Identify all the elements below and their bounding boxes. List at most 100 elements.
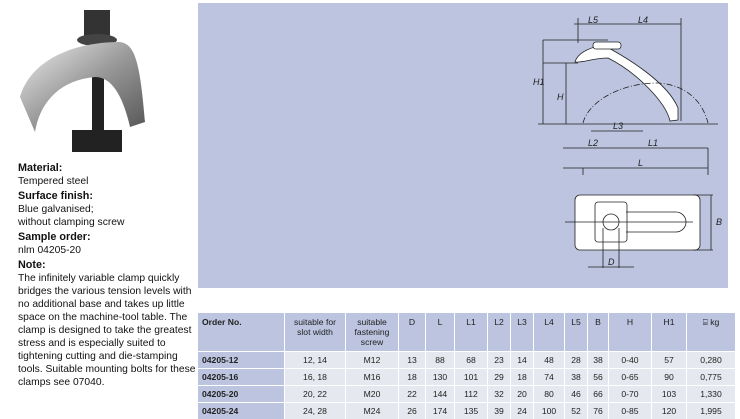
product-description: Material: Tempered steel Surface finish:… — [18, 160, 198, 389]
table-cell: 0,280 — [686, 351, 736, 369]
material-label: Material: — [18, 162, 63, 174]
column-header-label: L3 — [517, 317, 527, 327]
table-cell: 24, 28 — [284, 402, 346, 419]
column-header-l2: L2 — [487, 313, 511, 352]
finish-value-2: without clamping screw — [18, 217, 125, 228]
table-cell: 0-40 — [608, 351, 652, 369]
table-cell: M12 — [345, 351, 399, 369]
table-cell: 04205-20 — [198, 385, 285, 403]
table-cell: 04205-16 — [198, 368, 285, 386]
product-table: Order No. suitable for slot width suitable… — [198, 313, 736, 419]
label-L2: L2 — [588, 138, 598, 148]
table-cell: 80 — [533, 385, 565, 403]
table-cell: 90 — [651, 368, 687, 386]
label-L: L — [638, 158, 643, 168]
table-cell: 76 — [587, 402, 609, 419]
table-cell: M16 — [345, 368, 399, 386]
table-cell: 24 — [510, 402, 534, 419]
table-cell: 57 — [651, 351, 687, 369]
table-cell: 174 — [425, 402, 455, 419]
column-header-suitable-for-slot-width: suitable for slot width — [284, 313, 346, 352]
column-header-suitable-fastening-screw: suitable fastening screw — [345, 313, 399, 352]
column-header-h: H — [608, 313, 652, 352]
column-header-label: kg — [710, 317, 720, 327]
table-cell: 1,995 — [686, 402, 736, 419]
column-header-label: L4 — [544, 317, 554, 327]
table-cell: 14 — [510, 351, 534, 369]
label-L1: L1 — [648, 138, 658, 148]
table-cell: 135 — [454, 402, 488, 419]
table-cell: M20 — [345, 385, 399, 403]
table-cell: 103 — [651, 385, 687, 403]
table-cell: 74 — [533, 368, 565, 386]
table-cell: M24 — [345, 402, 399, 419]
table-cell: 66 — [587, 385, 609, 403]
finish-value-1: Blue galvanised; — [18, 204, 94, 215]
table-cell: 101 — [454, 368, 488, 386]
column-header-label: Order No. — [202, 317, 242, 327]
table-cell: 18 — [510, 368, 534, 386]
column-header-b: B — [587, 313, 609, 352]
column-header-label: H — [626, 317, 634, 327]
table-cell: 20, 22 — [284, 385, 346, 403]
label-D: D — [608, 257, 615, 267]
table-cell: 52 — [564, 402, 588, 419]
table-cell: 56 — [587, 368, 609, 386]
sample-order-value: nlm 04205-20 — [18, 245, 81, 256]
table-cell: 88 — [425, 351, 455, 369]
table-cell: 13 — [398, 351, 426, 369]
column-header-order-no-: Order No. — [198, 313, 285, 352]
table-cell: 46 — [564, 385, 588, 403]
column-header-l1: L1 — [454, 313, 488, 352]
table-cell: 23 — [487, 351, 511, 369]
table-cell: 100 — [533, 402, 565, 419]
table-cell: 0-85 — [608, 402, 652, 419]
column-header-label: L5 — [571, 317, 581, 327]
column-header-kg: ⌸ kg — [686, 313, 736, 352]
material-value: Tempered steel — [18, 176, 89, 187]
column-header-label: H1 — [663, 317, 675, 327]
table-cell: 16, 18 — [284, 368, 346, 386]
table-cell: 29 — [487, 368, 511, 386]
column-header-label: suitable for slot width — [293, 317, 337, 337]
label-H: H — [557, 92, 564, 102]
table-cell: 48 — [533, 351, 565, 369]
table-cell: 38 — [564, 368, 588, 386]
table-cell: 04205-12 — [198, 351, 285, 369]
table-cell: 112 — [454, 385, 488, 403]
column-header-label: D — [408, 317, 416, 327]
note-label: Note: — [18, 259, 46, 271]
table-cell: 120 — [651, 402, 687, 419]
table-cell: 04205-24 — [198, 402, 285, 419]
weight-icon: ⌸ — [702, 317, 711, 327]
table-cell: 1,330 — [686, 385, 736, 403]
column-header-l3: L3 — [510, 313, 534, 352]
label-B: B — [716, 217, 722, 227]
note-text: The infinitely variable clamp quickly br… — [18, 273, 196, 388]
label-L4: L4 — [638, 15, 648, 25]
table-cell: 0-70 — [608, 385, 652, 403]
table-cell: 38 — [587, 351, 609, 369]
table-cell: 20 — [510, 385, 534, 403]
table-cell: 68 — [454, 351, 488, 369]
column-header-label: B — [595, 317, 601, 327]
column-header-h1: H1 — [651, 313, 687, 352]
table-cell: 28 — [564, 351, 588, 369]
label-L5: L5 — [588, 15, 599, 25]
column-header-l5: L5 — [564, 313, 588, 352]
table-cell: 0-65 — [608, 368, 652, 386]
column-header-l: L — [425, 313, 455, 352]
table-cell: 22 — [398, 385, 426, 403]
table-cell: 26 — [398, 402, 426, 419]
column-header-label: L1 — [466, 317, 476, 327]
column-header-label: L — [437, 317, 443, 327]
column-header-label: L2 — [494, 317, 504, 327]
label-L3: L3 — [613, 121, 623, 131]
finish-label: Surface finish: — [18, 190, 93, 202]
column-header-d: D — [398, 313, 426, 352]
table-cell: 130 — [425, 368, 455, 386]
table-cell: 18 — [398, 368, 426, 386]
